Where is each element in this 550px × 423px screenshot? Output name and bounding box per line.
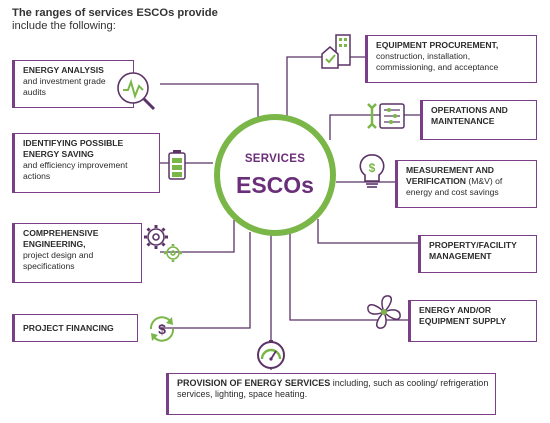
service-desc: (M&V) of energy and cost savings [406,176,503,197]
connector-engineering [160,220,235,253]
service-title: PROPERTY/FACILITY MANAGEMENT [429,240,517,261]
service-energy-analysis: ENERGY ANALYSIS and investment grade aud… [12,60,134,108]
tools-panel-icon [367,103,405,129]
connector-energy-analysis [160,83,259,124]
center-main: ESCOs [236,172,314,198]
dollar-cycle-icon: $ [149,316,175,342]
fan-icon [367,295,401,329]
service-provision: PROVISION OF ENERGY SERVICES including, … [166,373,496,415]
service-title: ENERGY AND/OR EQUIPMENT SUPPLY [419,305,507,326]
service-title: COMPREHENSIVE ENGINEERING, [23,228,99,249]
bulb-dollar-icon: $ [359,154,385,188]
svg-text:$: $ [369,161,376,175]
center-ring [214,114,336,236]
service-financing: PROJECT FINANCING [12,314,138,342]
service-title: PROVISION OF ENERGY SERVICES [177,378,331,388]
intro-text: The ranges of services ESCOs provide inc… [12,7,252,33]
service-desc: including, such as cooling/ refrigeratio… [177,378,489,399]
battery-icon [168,150,186,180]
connector-financing [160,232,251,329]
service-title: OPERATIONS AND MAINTENANCE [431,105,508,126]
connector-property [317,219,418,244]
center-title: SERVICES [244,153,306,165]
service-title: PROJECT FINANCING [23,323,114,333]
service-title: ENERGY ANALYSIS [23,65,104,75]
service-procurement: EQUIPMENT PROCUREMENT, construction, ins… [365,35,537,83]
service-supply: ENERGY AND/OR EQUIPMENT SUPPLY [408,300,537,342]
gauge-icon [257,340,285,369]
connector-supply [289,230,408,321]
gears-icon [144,225,182,262]
service-identifying: IDENTIFYING POSSIBLE ENERGY SAVING and e… [12,133,160,193]
service-engineering: COMPREHENSIVE ENGINEERING, project desig… [12,223,142,283]
building-check-icon [321,34,351,69]
monitor-magnifier-icon [117,72,156,111]
intro-rest: include the following: [12,20,116,32]
service-title: MEASUREMENT AND VERIFICATION [406,165,495,186]
service-title: IDENTIFYING POSSIBLE ENERGY SAVING [23,138,124,159]
service-property: PROPERTY/FACILITY MANAGEMENT [418,235,537,273]
service-desc: project design and specifications [23,250,94,271]
svg-text:$: $ [158,321,166,337]
intro-bold: The ranges of services ESCOs provide [12,7,218,19]
service-measurement: MEASUREMENT AND VERIFICATION (M&V) of en… [395,160,537,208]
service-desc: and investment grade audits [23,76,106,97]
service-title: EQUIPMENT PROCUREMENT, [376,40,499,50]
service-desc: construction, installation, commissionin… [376,51,499,72]
service-desc: and efficiency improvement actions [23,160,128,181]
service-operations: OPERATIONS AND MAINTENANCE [420,100,537,140]
